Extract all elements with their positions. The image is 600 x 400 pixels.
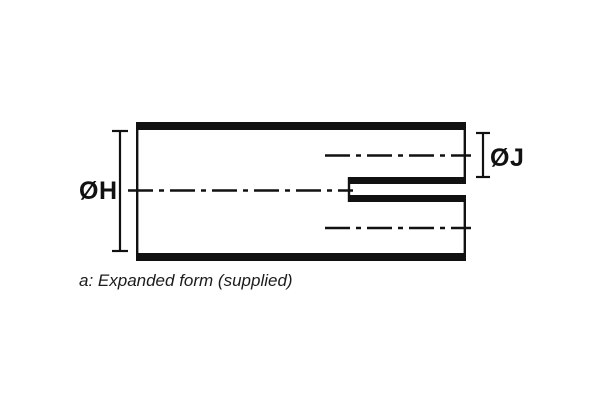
outer-tube-top-wall [136,122,466,130]
outer-diameter-label: ØH [79,177,118,205]
inner-diameter-label: ØJ [490,144,525,172]
outer-tube-bottom-wall [136,253,466,261]
inner-sleeve-top-wall [348,177,466,184]
inner-sleeve-bottom-wall [348,195,466,202]
figure-caption: a: Expanded form (supplied) [79,271,293,290]
